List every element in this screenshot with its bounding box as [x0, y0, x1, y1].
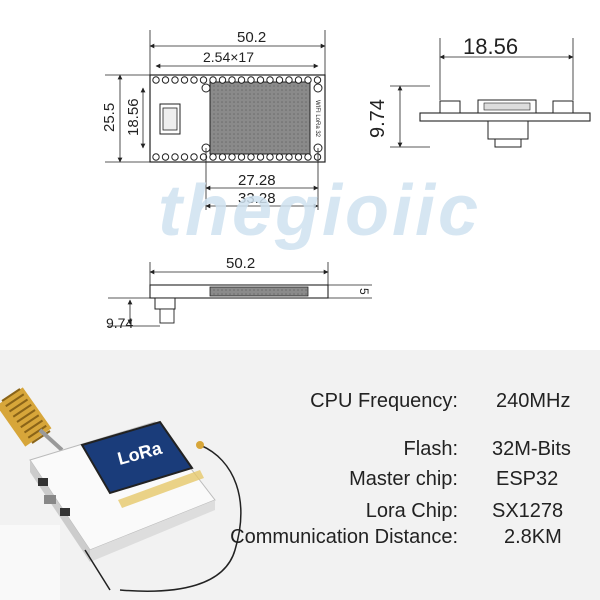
spec-label: Master chip:	[349, 468, 458, 490]
spec-row-master-chip: Master chip: ESP32	[0, 468, 600, 494]
spec-label: Communication Distance:	[230, 526, 458, 548]
dim-bottom-width: 50.2	[226, 255, 255, 272]
header-pin	[237, 76, 246, 84]
header-pin	[313, 153, 322, 161]
spec-row-cpu: CPU Frequency: 240MHz	[0, 390, 600, 416]
header-pin	[171, 76, 179, 84]
spring-coil	[20, 414, 40, 429]
board-photo: LoRa	[29, 420, 216, 562]
spec-row-distance: Communication Distance: 2.8KM	[0, 526, 600, 552]
header-pin	[247, 76, 255, 84]
antenna-cable	[119, 444, 242, 592]
spec-label: Lora Chip:	[365, 500, 458, 522]
header-pin	[237, 153, 246, 161]
pin-row-top	[152, 76, 322, 84]
header-pin	[294, 153, 303, 161]
antenna-spring	[0, 387, 64, 452]
top-view-board: WIFI LoRa 32	[149, 74, 326, 163]
spring-coil	[27, 424, 47, 439]
header-pin	[266, 76, 274, 84]
header-pin	[161, 76, 170, 84]
dim-pin-pitch: 2.54×17	[203, 49, 254, 65]
side-view	[419, 99, 591, 148]
header-pin	[256, 76, 265, 84]
ipex-connector	[196, 441, 204, 449]
watermark: thegioiic	[158, 171, 482, 251]
dim-top-width: 50.2	[237, 29, 266, 46]
header-pin	[209, 153, 217, 161]
header-pin	[190, 76, 198, 84]
spec-value: 240MHz	[496, 390, 571, 412]
spring-coil	[8, 398, 29, 413]
header-pin	[171, 153, 179, 161]
spring-coil	[16, 409, 36, 423]
header-pin	[247, 153, 255, 161]
spec-value: SX1278	[492, 500, 564, 522]
spec-row-lora-chip: Lora Chip: SX1278	[0, 500, 600, 526]
header-pin	[199, 153, 208, 161]
spring-coil	[31, 430, 51, 444]
header-pin	[304, 76, 312, 84]
header-pin	[190, 153, 198, 161]
header-pin	[228, 76, 236, 84]
spec-label: CPU Frequency:	[310, 390, 458, 412]
header-pin	[161, 153, 170, 161]
spring-coil	[23, 419, 44, 434]
header-pin	[294, 76, 303, 84]
spec-value: 2.8KM	[504, 526, 562, 548]
header-pin	[285, 76, 293, 84]
header-pin	[152, 153, 160, 161]
dim-height-outer: 25.5	[101, 103, 118, 132]
header-pin	[266, 153, 274, 161]
spec-list: CPU Frequency: 240MHz Flash: 32M-Bits Ma…	[0, 350, 600, 600]
header-pin	[209, 76, 217, 84]
header-pin	[218, 153, 227, 161]
dim-bottom-right-small: 5	[357, 288, 371, 295]
bottom-view-dimensions	[108, 262, 372, 327]
dim-hole-inner: 27.28	[238, 172, 276, 189]
header-pin	[199, 76, 208, 84]
dim-height-inner: 18.56	[125, 98, 142, 136]
spec-label: Flash:	[403, 438, 458, 460]
header-pin	[180, 76, 189, 84]
pin-row-bottom	[152, 153, 322, 161]
header-pin	[304, 153, 312, 161]
drawing-svg: WIFI LoRa 32 50.2 2.54×17 25.5 18.56 27.…	[101, 29, 591, 331]
top-view-dimensions	[105, 30, 326, 210]
spring-coil	[12, 403, 32, 418]
header-pin	[180, 153, 189, 161]
bottom-view	[149, 284, 329, 324]
header-pin	[285, 153, 293, 161]
dim-bottom-left-height: 9.74	[106, 315, 133, 331]
header-pin	[152, 76, 160, 84]
header-pin	[275, 76, 284, 84]
product-section: LoRa CPU Frequency: 240MHz Flash: 32M-Bi…	[0, 350, 600, 600]
side-view-dimensions	[390, 38, 574, 148]
product-photo: LoRa	[0, 387, 242, 600]
dim-side-width: 18.56	[463, 34, 518, 59]
spec-value: ESP32	[496, 468, 559, 490]
dim-hole-outer: 33.28	[238, 190, 276, 207]
header-pin	[228, 153, 236, 161]
spring-coil	[1, 388, 21, 402]
spring-coil	[5, 393, 25, 408]
mechanical-drawing: WIFI LoRa 32 50.2 2.54×17 25.5 18.56 27.…	[101, 29, 591, 331]
header-pin	[218, 76, 227, 84]
spec-value: 32M-Bits	[492, 438, 571, 460]
header-pin	[275, 153, 284, 161]
board-silkscreen: WIFI LoRa 32	[314, 100, 320, 138]
spec-row-flash: Flash: 32M-Bits	[0, 438, 600, 464]
header-pin	[256, 153, 265, 161]
header-pin	[313, 76, 322, 84]
dim-side-height: 9.74	[367, 99, 389, 138]
